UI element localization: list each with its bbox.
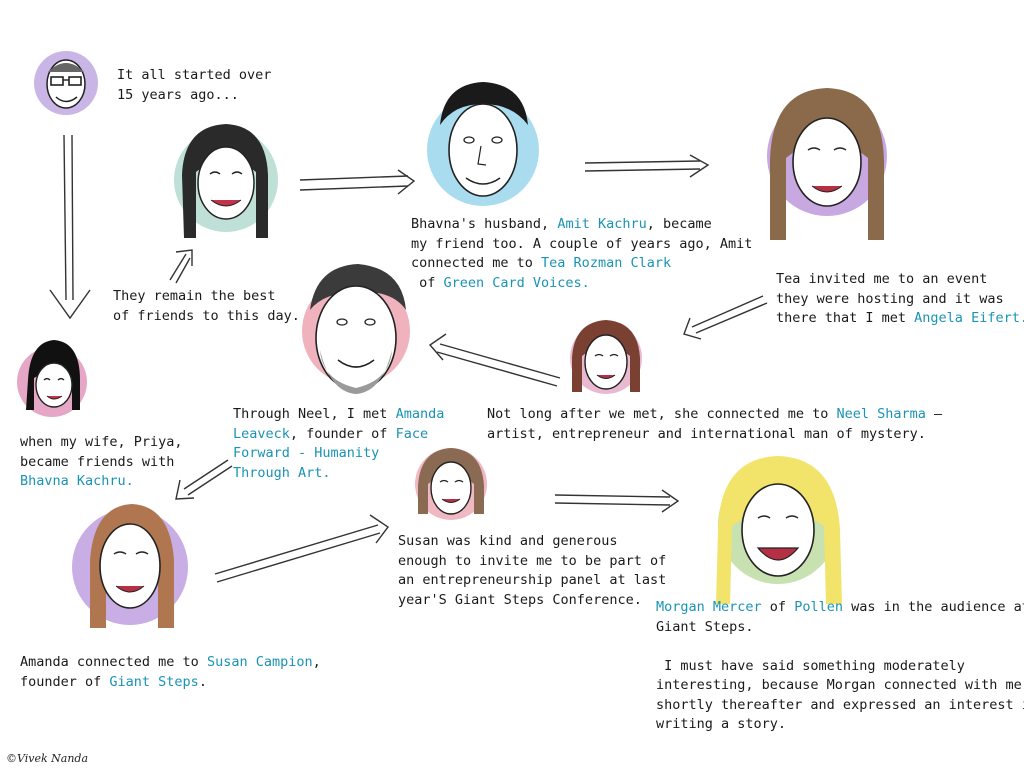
caption-susan-line1: Susan was kind and generous	[398, 533, 618, 549]
caption-amit-line1c: , became	[646, 216, 712, 232]
link-angela-eifert[interactable]: Angela Eifert.	[914, 310, 1024, 326]
arrow-neel-to-amanda	[175, 459, 233, 500]
caption-amanda-line2c: .	[198, 673, 207, 690]
link-face-forward-1[interactable]: Face	[395, 425, 429, 442]
caption-amit-line2: my friend too. A couple of years ago, Am…	[411, 235, 753, 252]
face-angela-icon	[570, 320, 642, 394]
caption-amit: Bhavna's husband, Amit Kachru, became my…	[411, 215, 752, 293]
face-amit-icon	[427, 82, 539, 206]
link-tea-rozman-clark[interactable]: Tea Rozman Clark	[541, 255, 672, 271]
caption-tea-line2: they were hosting and it was	[776, 290, 1004, 307]
link-bhavna-kachru[interactable]: Bhavna Kachru.	[20, 473, 134, 489]
caption-start-line1: It all started over	[117, 67, 272, 83]
caption-tea: Tea invited me to an event they were hos…	[776, 270, 1024, 329]
caption-tea-line1: Tea invited me to an event	[776, 271, 988, 287]
arrow-priya-to-bhavna	[169, 249, 193, 284]
link-pollen[interactable]: Pollen	[794, 599, 843, 615]
caption-priya-line1: when my wife, Priya,	[20, 434, 183, 450]
caption-priya: when my wife, Priya, became friends with…	[20, 433, 183, 492]
link-susan-campion[interactable]: Susan Campion	[206, 654, 313, 670]
caption-best-line1: They remain the best	[113, 288, 276, 304]
face-author-icon	[34, 51, 98, 115]
link-neel-sharma[interactable]: Neel Sharma	[836, 406, 926, 422]
link-amit-kachru[interactable]: Amit Kachru	[557, 216, 647, 232]
caption-best-line2: of friends to this day.	[113, 307, 300, 324]
caption-morgan-line3: I must have said something moderately	[656, 657, 965, 674]
caption-morgan: Morgan Mercer of Pollen was in the audie…	[656, 598, 1024, 735]
caption-angela: Not long after we met, she connected me …	[487, 405, 942, 444]
arrow-angela-to-neel	[428, 333, 561, 387]
face-priya-icon	[17, 340, 87, 417]
caption-neel-line2b: , founder of	[289, 425, 396, 442]
caption-amanda-line2a: founder of	[20, 673, 110, 690]
caption-tea-line3a: there that I met	[776, 310, 915, 326]
link-green-card-voices[interactable]: Green Card Voices.	[443, 274, 590, 291]
caption-susan: Susan was kind and generous enough to in…	[398, 532, 666, 610]
caption-amit-line3a: connected me to	[411, 255, 542, 271]
caption-neel: Through Neel, I met Amanda Leaveck, foun…	[233, 405, 444, 483]
arrow-amanda-to-susan	[214, 514, 390, 583]
caption-neel-line1a: Through Neel, I met	[233, 406, 396, 422]
caption-best-friends: They remain the best of friends to this …	[113, 287, 300, 326]
caption-susan-line3: an entrepreneurship panel at last	[398, 572, 667, 588]
link-amanda-leaveck-2[interactable]: Leaveck	[233, 425, 290, 442]
face-bhavna-icon	[174, 124, 278, 238]
arrow-amit-to-tea	[584, 154, 710, 178]
face-tea-icon	[767, 88, 887, 240]
face-neel-icon	[302, 264, 410, 394]
link-morgan-mercer[interactable]: Morgan Mercer	[656, 599, 762, 615]
face-morgan-icon	[716, 456, 842, 604]
caption-morgan-line5: shortly thereafter and expressed an inte…	[656, 696, 1024, 713]
caption-angela-line2: artist, entrepreneur and international m…	[487, 425, 926, 442]
link-face-forward-3[interactable]: Through Art.	[233, 464, 331, 481]
caption-start: It all started over 15 years ago...	[117, 66, 271, 105]
caption-morgan-line1b: of	[761, 599, 795, 615]
caption-amanda-line1c: ,	[312, 654, 321, 670]
caption-amit-line1a: Bhavna's husband,	[411, 216, 558, 232]
caption-priya-line2: became friends with	[20, 453, 175, 470]
arrow-bhavna-to-amit	[299, 169, 416, 195]
arrow-author-to-priya	[49, 134, 91, 320]
caption-amit-line4a: of	[411, 274, 444, 291]
arrow-susan-to-morgan	[554, 489, 680, 513]
caption-amanda: Amanda connected me to Susan Campion, fo…	[20, 653, 321, 692]
caption-morgan-line2: Giant Steps.	[656, 618, 754, 635]
caption-susan-line4: year'S Giant Steps Conference.	[398, 591, 642, 608]
face-amanda-icon	[72, 504, 188, 628]
caption-morgan-line4: interesting, because Morgan connected wi…	[656, 677, 1022, 693]
caption-start-line2: 15 years ago...	[117, 86, 239, 103]
caption-susan-line2: enough to invite me to be part of	[398, 552, 667, 569]
link-giant-steps[interactable]: Giant Steps	[109, 673, 199, 690]
link-face-forward-2[interactable]: Forward - Humanity	[233, 445, 380, 461]
caption-amanda-line1a: Amanda connected me to	[20, 654, 207, 670]
caption-morgan-line6: writing a story.	[656, 716, 787, 732]
caption-angela-line1c: –	[925, 406, 943, 422]
face-susan-icon	[415, 448, 487, 520]
caption-angela-line1a: Not long after we met, she connected me …	[487, 406, 837, 422]
link-amanda-leaveck-1[interactable]: Amanda	[395, 406, 445, 422]
signature: ©Vivek Nanda	[6, 752, 89, 765]
caption-morgan-line1d: was in the audience at	[842, 599, 1024, 615]
arrow-tea-to-angela	[683, 295, 768, 340]
